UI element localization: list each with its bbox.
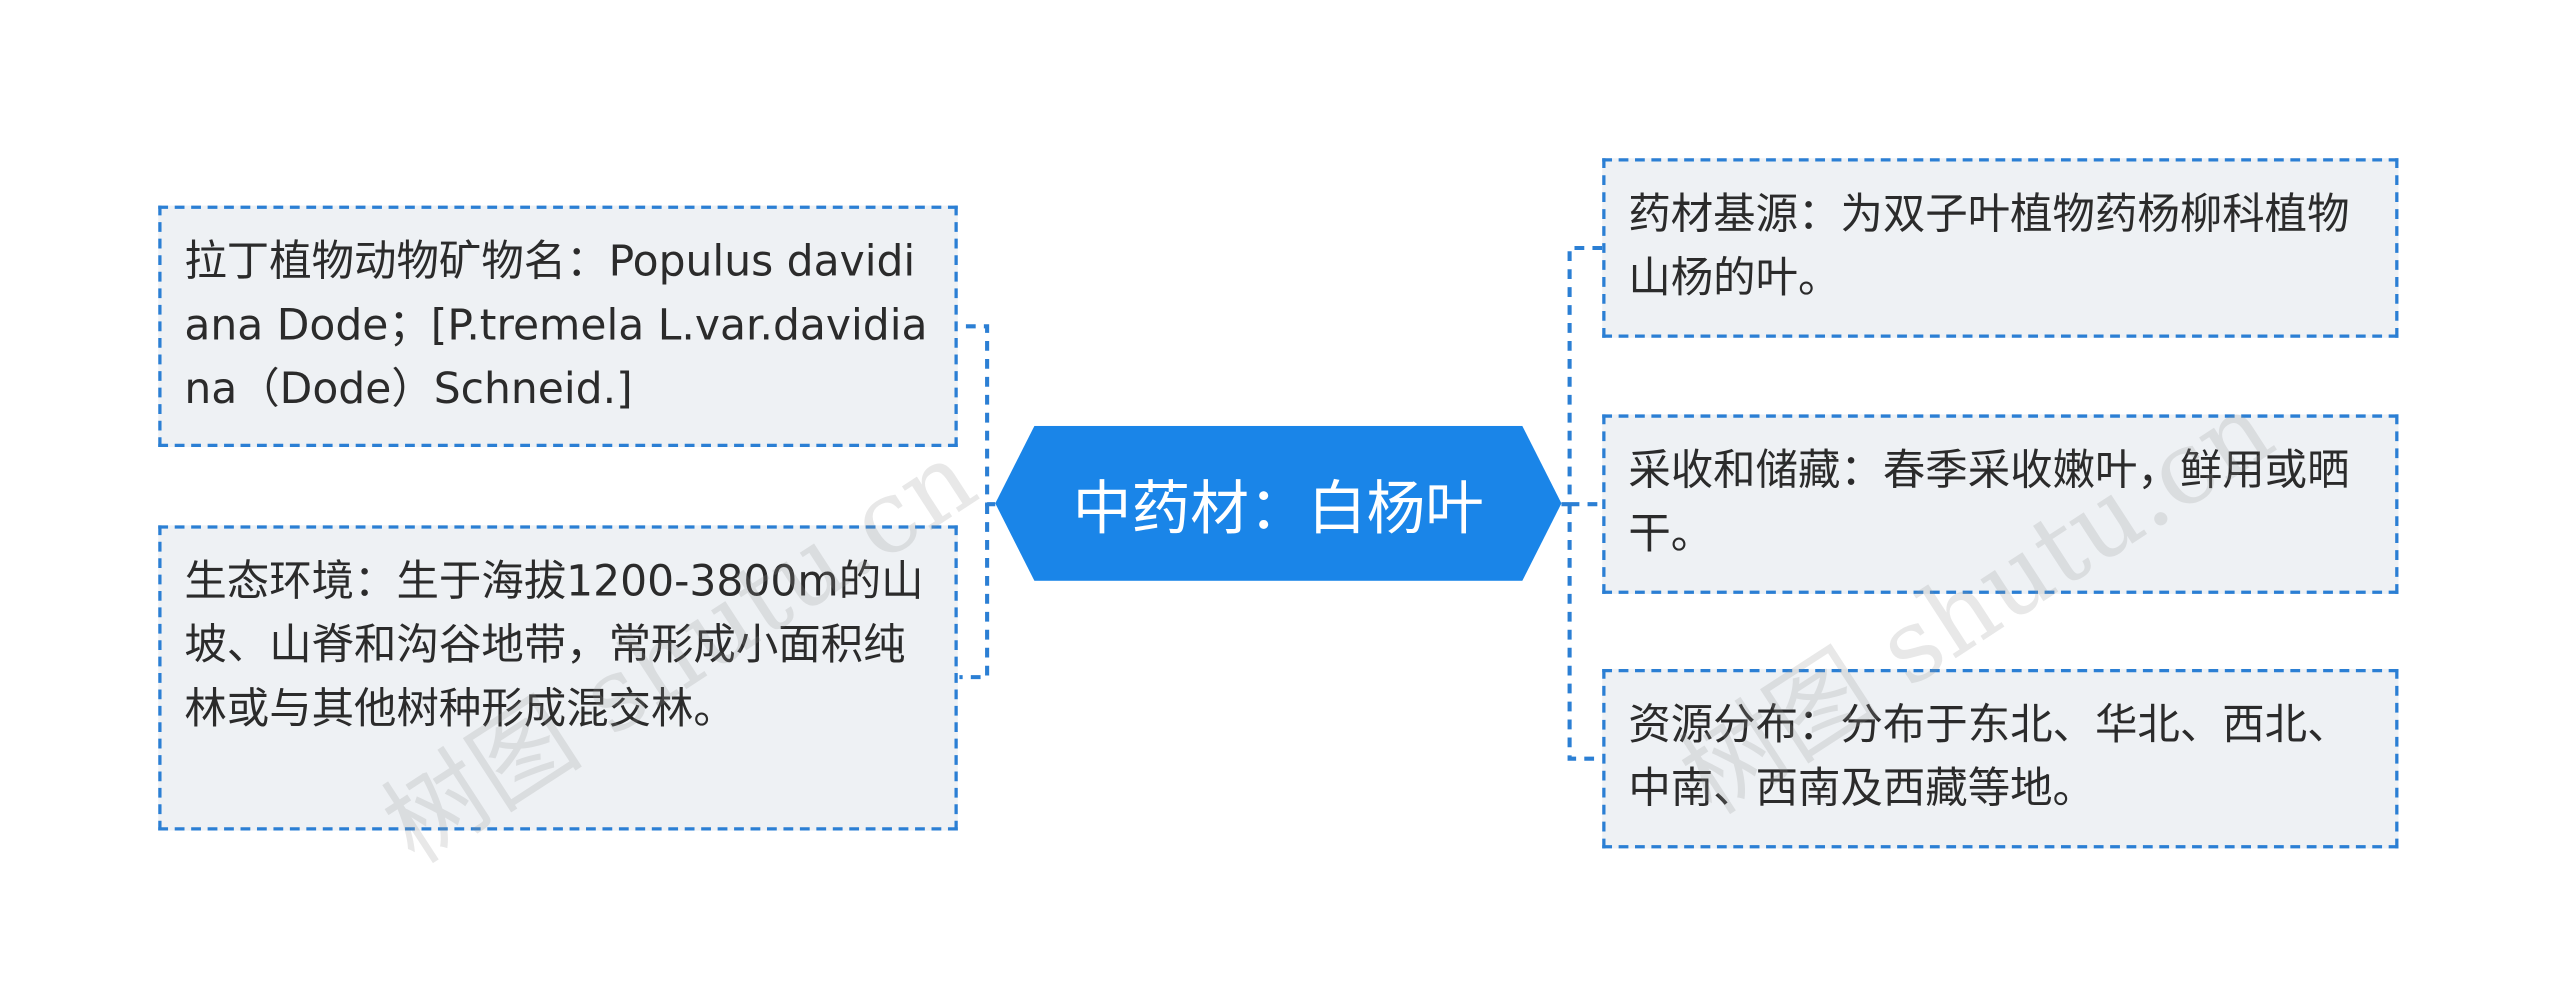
node-latin-name[interactable]: 拉丁植物动物矿物名：Populus davidiana Dode；[P.trem… (158, 205, 958, 448)
node-distribution[interactable]: 资源分布：分布于东北、华北、西北、中南、西南及西藏等地。 (1602, 668, 2399, 849)
connector-right-trunk (1561, 245, 1603, 507)
central-topic[interactable]: 中药材：白杨叶 (995, 425, 1562, 581)
central-topic-shape (995, 425, 1562, 581)
connector-left-lower (959, 504, 990, 680)
node-latin-name-text: 拉丁植物动物矿物名：Populus davidiana Dode；[P.trem… (184, 238, 928, 415)
node-habitat-text: 生态环境：生于海拔1200-3800m的山坡、山脊和沟谷地带，常形成小面积纯林或… (184, 558, 924, 735)
node-source[interactable]: 药材基源：为双子叶植物药杨柳科植物山杨的叶。 (1602, 158, 2399, 338)
node-distribution-text: 资源分布：分布于东北、华北、西北、中南、西南及西藏等地。 (1628, 701, 2350, 815)
connector-right-lower (1567, 504, 1603, 761)
connector-left-trunk (959, 324, 996, 507)
node-habitat[interactable]: 生态环境：生于海拔1200-3800m的山坡、山脊和沟谷地带，常形成小面积纯林或… (158, 525, 958, 831)
node-harvest-storage[interactable]: 采收和储藏：春季采收嫩叶，鲜用或晒干。 (1602, 414, 2399, 594)
node-harvest-storage-text: 采收和储藏：春季采收嫩叶，鲜用或晒干。 (1628, 447, 2350, 560)
central-topic-label: 中药材：白杨叶 (1072, 475, 1484, 543)
node-source-text: 药材基源：为双子叶植物药杨柳科植物山杨的叶。 (1628, 190, 2350, 304)
